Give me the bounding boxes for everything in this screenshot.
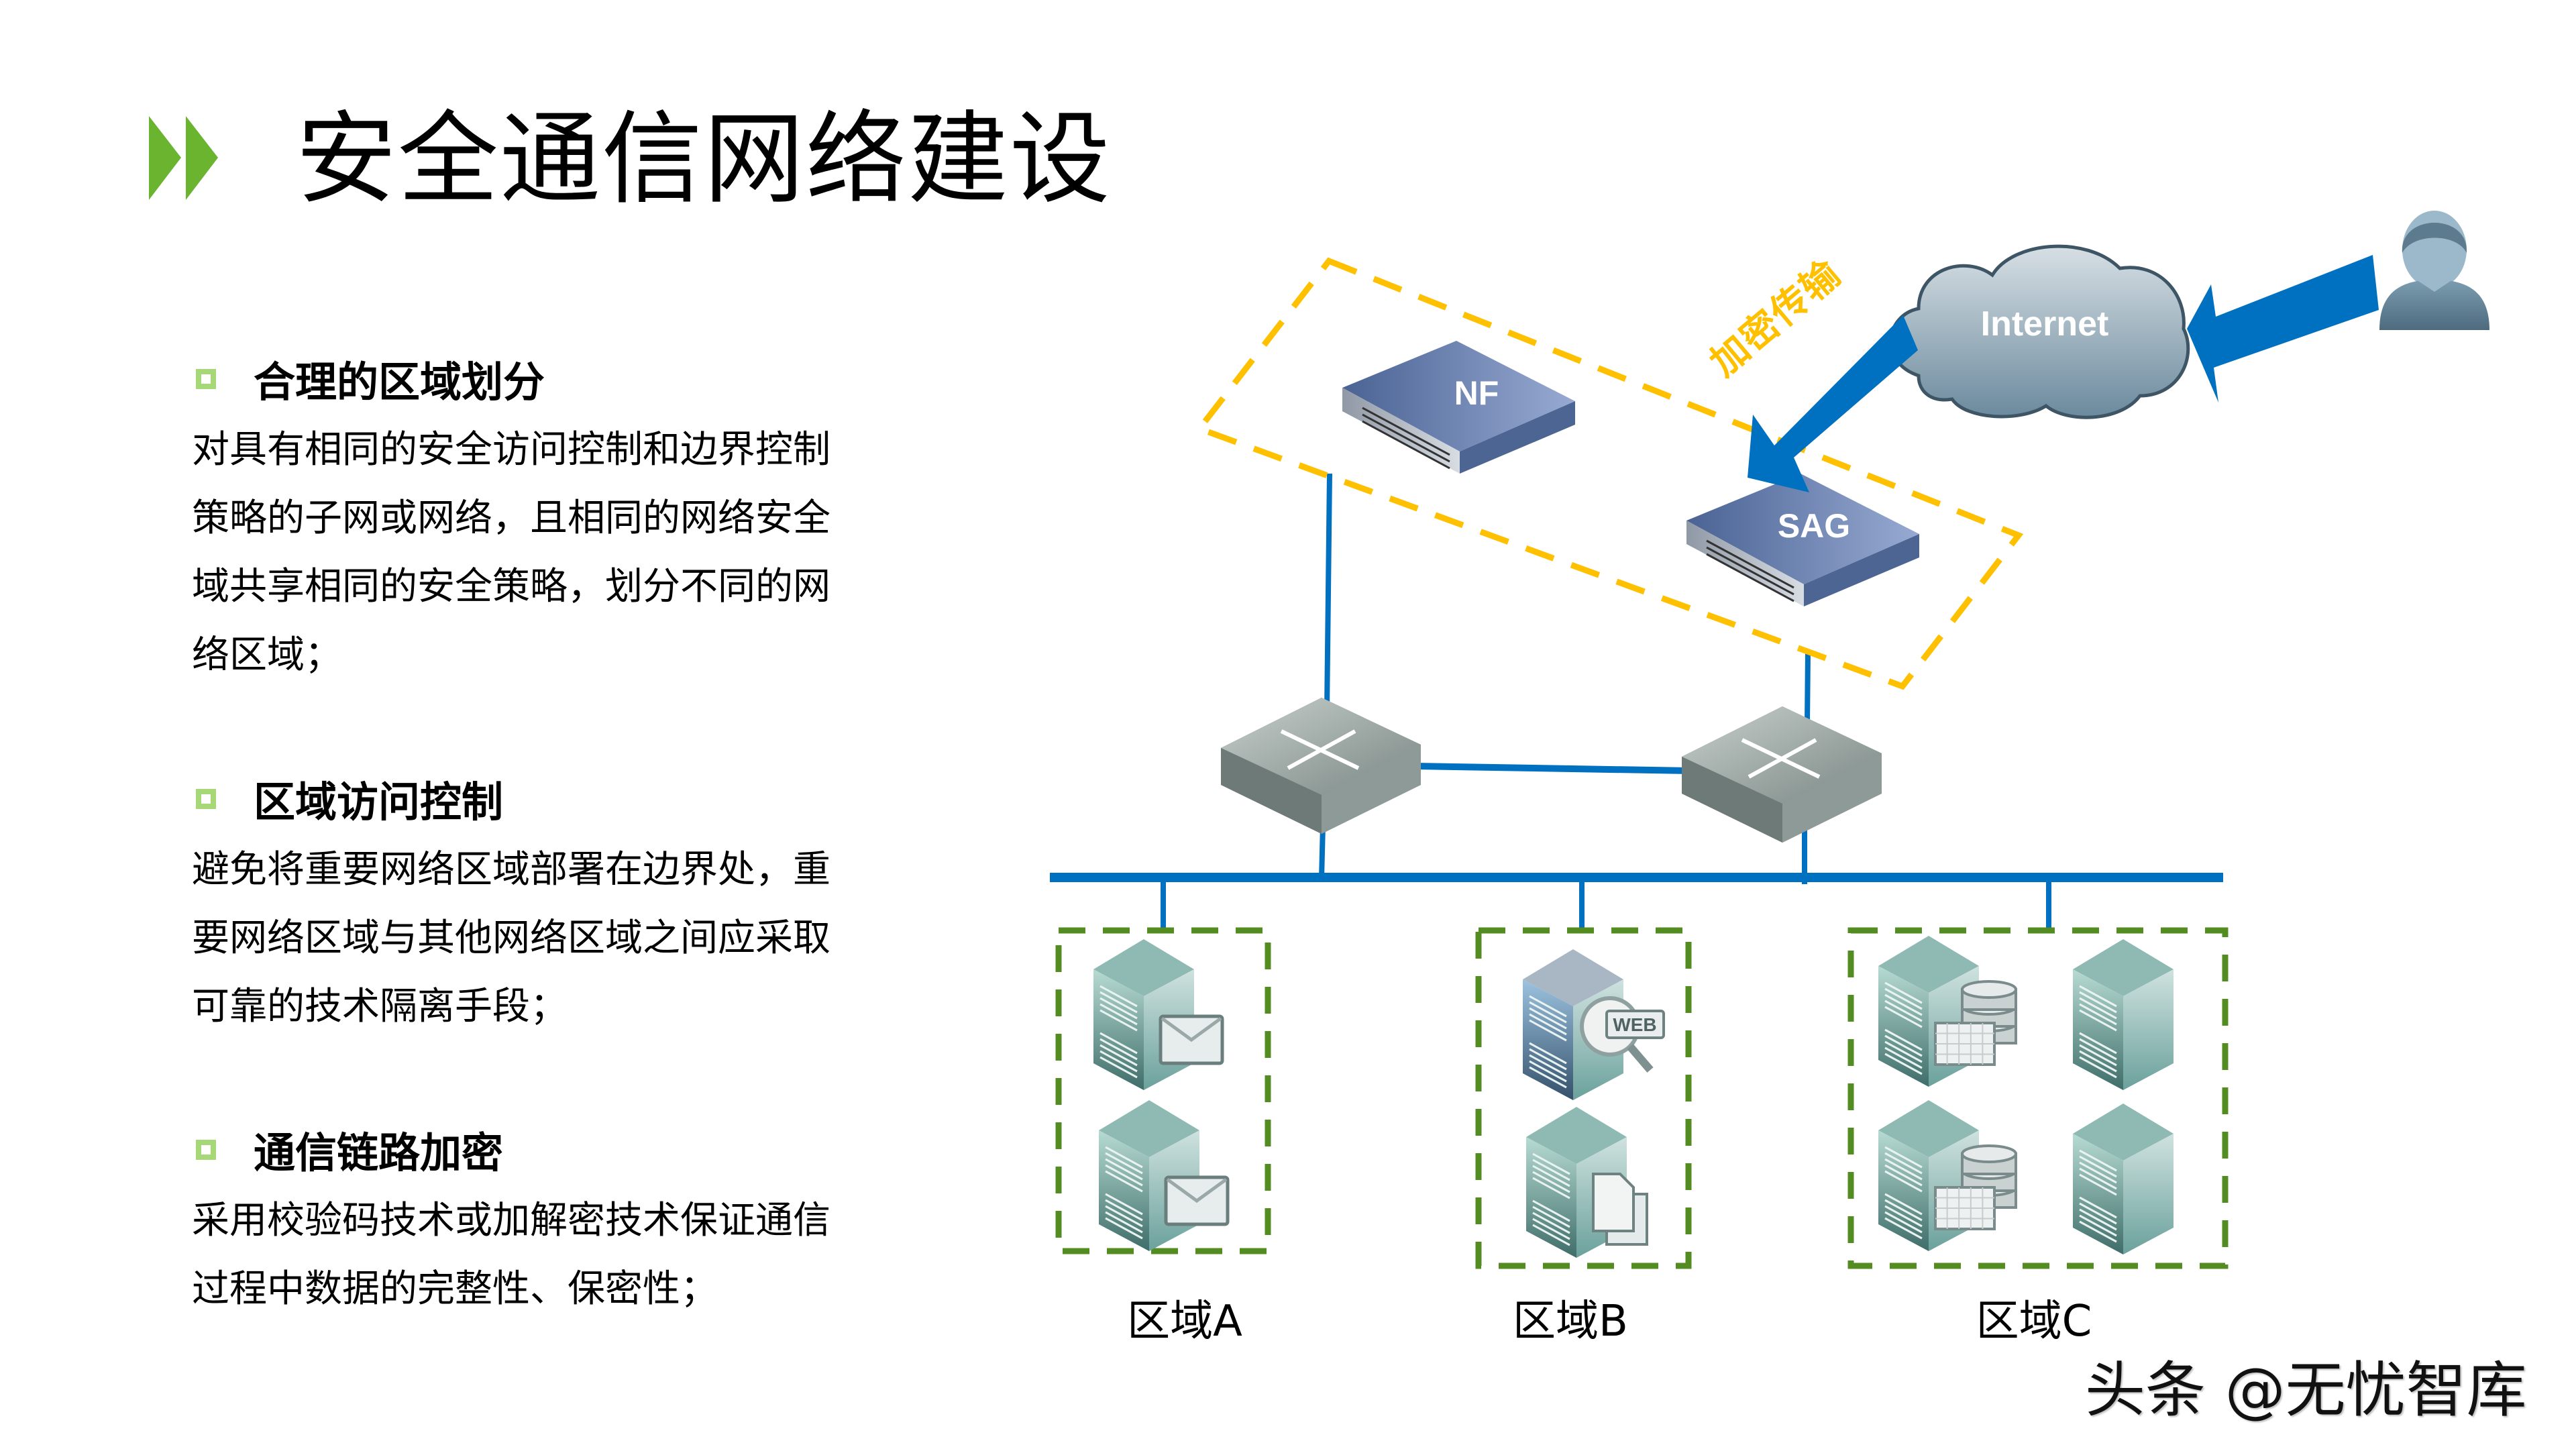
section-title: 通信链路加密 [254, 1128, 504, 1177]
square-bullet-icon [196, 369, 216, 389]
zone-c-label: 区域C [1976, 1297, 2092, 1346]
zone-b-label: 区域B [1513, 1297, 1628, 1346]
link-sag-switch2 [1805, 652, 1811, 725]
section-text-line: 策略的子网或网络，且相同的网络安全 [192, 496, 830, 540]
server-icon[interactable] [2073, 1104, 2174, 1254]
section-text-line: 采用校验码技术或加解密技术保证通信 [192, 1199, 830, 1242]
switch-arrows-icon [1280, 729, 1360, 770]
nf-label: NF [1454, 374, 1499, 412]
section-text-line: 可靠的技术隔离手段； [192, 985, 568, 1028]
zone-b-border [1475, 927, 1692, 1269]
section-title: 区域访问控制 [254, 777, 504, 826]
link-nf-switch1 [1324, 473, 1332, 712]
link-switch1-bus [1319, 824, 1326, 879]
watermark: 头条 @无忧智库 [2085, 1355, 2527, 1426]
switch-arrows-icon [1741, 738, 1821, 779]
section-text-line: 过程中数据的完整性、保密性； [192, 1267, 718, 1311]
zone-c-border [1847, 927, 2229, 1269]
core-switch-1[interactable] [1221, 698, 1421, 834]
section-text-line: 对具有相同的安全访问控制和边界控制 [192, 428, 830, 472]
section-text-line: 域共享相同的安全策略，划分不同的网 [192, 565, 830, 608]
square-bullet-icon [196, 1140, 216, 1160]
double-chevron-icon [149, 116, 218, 200]
section-zone-division: 合理的区域划分 对具有相同的安全访问控制和边界控制 策略的子网或网络，且相同的网… [192, 349, 849, 690]
zone-a-border [1055, 927, 1271, 1254]
section-text-line: 避免将重要网络区域部署在边界处，重 [192, 848, 830, 892]
square-bullet-icon [196, 789, 216, 809]
web-server-icon[interactable]: WEB [1523, 949, 1665, 1100]
server-icons: WEB [1093, 936, 2174, 1258]
mail-server-icon[interactable] [1099, 1100, 1230, 1251]
page-title: 安全通信网络建设 [296, 101, 1112, 218]
network-links [1050, 473, 2223, 930]
link-switch1-switch2 [1415, 763, 1691, 774]
user-icon[interactable] [2379, 211, 2489, 330]
section-link-encryption: 通信链路加密 采用校验码技术或加解密技术保证通信 过程中数据的完整性、保密性； [192, 1120, 849, 1324]
server-icon[interactable] [2073, 939, 2174, 1090]
section-text-line: 要网络区域与其他网络区域之间应采取 [192, 916, 830, 960]
arrow-internet-to-encrypted-zone [1748, 315, 1918, 492]
section-text-line: 络区域； [192, 633, 342, 677]
sag-gateway-device[interactable]: SAG [1686, 474, 1919, 606]
nf-firewall-device[interactable]: NF [1342, 341, 1575, 474]
mail-server-icon[interactable] [1093, 939, 1224, 1090]
database-server-icon[interactable] [1878, 936, 2017, 1087]
core-switch-2[interactable] [1682, 706, 1882, 843]
internet-cloud[interactable]: Internet [1889, 244, 2190, 419]
sag-label: SAG [1778, 507, 1850, 545]
zone-a-label: 区域A [1127, 1297, 1242, 1346]
arrow-user-to-internet [2187, 255, 2379, 402]
section-zone-access-control: 区域访问控制 避免将重要网络区域部署在边界处，重 要网络区域与其他网络区域之间应… [192, 769, 849, 1041]
section-title: 合理的区域划分 [254, 358, 545, 407]
file-server-icon[interactable] [1526, 1107, 1648, 1258]
svg-text:WEB: WEB [1613, 1014, 1656, 1035]
database-server-icon[interactable] [1878, 1100, 2017, 1251]
internet-label: Internet [1981, 305, 2109, 343]
